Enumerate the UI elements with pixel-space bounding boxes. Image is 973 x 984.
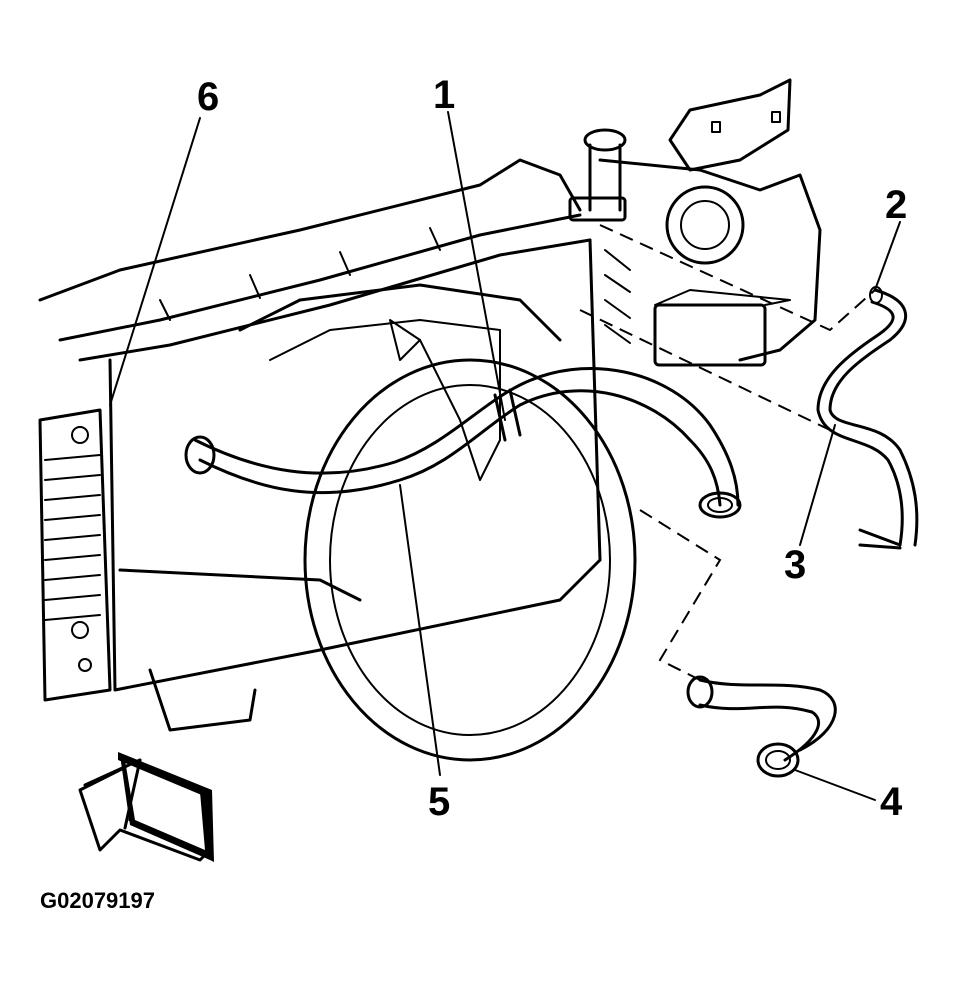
callout-leaders — [109, 111, 901, 801]
callout-3: 3 — [784, 543, 806, 587]
overflow-hose — [816, 286, 919, 550]
leader-3 — [799, 424, 836, 546]
core-support-bracket — [598, 78, 822, 367]
leader-5 — [399, 484, 441, 776]
callout-2: 2 — [885, 183, 907, 227]
callout-6: 6 — [197, 75, 219, 119]
fan-shroud — [238, 283, 637, 762]
leader-1 — [447, 111, 506, 421]
leader-6 — [109, 117, 201, 406]
leader-2 — [874, 221, 901, 291]
figure-id: G02079197 — [40, 888, 155, 913]
callout-5: 5 — [428, 780, 450, 824]
front-direction-arrow — [78, 752, 214, 862]
callout-4: 4 — [880, 780, 903, 824]
radiator-cap — [568, 128, 627, 222]
lower-radiator-hose — [686, 675, 837, 778]
leader-4 — [794, 769, 876, 801]
upper-radiator-hose — [184, 367, 742, 519]
radiator — [38, 158, 631, 732]
callout-1: 1 — [433, 73, 455, 117]
dashed-leaders — [579, 224, 876, 681]
